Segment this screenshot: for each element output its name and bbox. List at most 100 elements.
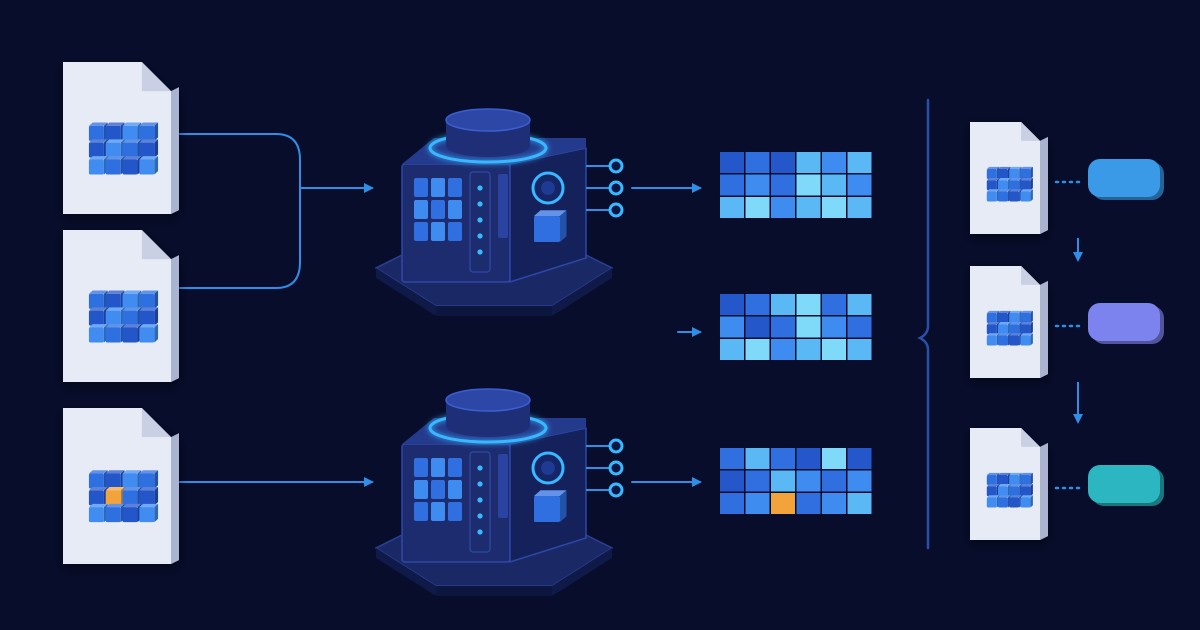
grid-cell	[720, 339, 744, 360]
grid-cell	[720, 316, 744, 338]
status-led	[477, 217, 483, 223]
servers-layer	[374, 108, 624, 596]
server-window-grid	[414, 458, 462, 521]
status-led	[477, 513, 483, 519]
grid-cell	[822, 470, 846, 492]
output-port	[608, 482, 624, 498]
grid-cell	[796, 339, 821, 360]
grid-cell	[822, 339, 846, 360]
status-led	[477, 201, 483, 207]
server-2	[374, 388, 624, 596]
grid-cell	[822, 152, 846, 173]
grid-cell	[745, 339, 770, 360]
tag-pill	[1088, 465, 1160, 503]
server-1	[374, 108, 624, 316]
grid-cell	[796, 152, 821, 173]
grid-cell	[745, 448, 770, 469]
folded-corner	[1021, 122, 1040, 141]
grid-cell	[822, 316, 846, 338]
result-item-3	[970, 428, 1164, 540]
grid-cell	[847, 316, 872, 338]
grid-cell	[771, 493, 795, 514]
grid-cell	[745, 493, 770, 514]
grid-cell	[847, 152, 872, 173]
grid-cell	[847, 197, 872, 218]
folded-corner	[1021, 266, 1040, 285]
output-grid-1	[720, 152, 872, 218]
status-led	[477, 249, 483, 255]
status-led	[477, 497, 483, 503]
grid-icon	[986, 166, 1033, 202]
grid-cell	[745, 152, 770, 173]
grid-cell	[745, 316, 770, 338]
grid-icon	[88, 470, 159, 523]
tag-pill	[1088, 159, 1160, 197]
grid-cell	[720, 470, 744, 492]
status-led	[477, 465, 483, 471]
grid-cell	[771, 339, 795, 360]
grid-cell	[720, 174, 744, 196]
grid-cell	[771, 294, 795, 315]
server-window-grid	[414, 178, 462, 241]
module-cube-icon	[534, 490, 567, 522]
output-grids-layer	[720, 152, 872, 514]
source-document-3	[63, 408, 179, 564]
grid-cell	[745, 197, 770, 218]
grid-cell	[847, 339, 872, 360]
document-icon	[970, 122, 1048, 234]
output-port	[608, 202, 624, 218]
grid-icon	[88, 290, 159, 343]
grid-cell	[822, 493, 846, 514]
grid-cell	[720, 152, 744, 173]
status-led	[477, 529, 483, 535]
grid-icon	[986, 310, 1033, 346]
output-grid-2	[720, 294, 872, 360]
results-layer	[917, 98, 1164, 550]
grid-cell	[796, 316, 821, 338]
module-cube-icon	[534, 210, 567, 242]
grid-icon	[88, 122, 159, 175]
grid-cell	[720, 448, 744, 469]
grid-cell	[796, 470, 821, 492]
source-documents-layer	[63, 62, 179, 564]
folded-corner	[141, 62, 171, 92]
output-port	[608, 158, 624, 174]
grid-cell	[796, 493, 821, 514]
grid-cell	[720, 294, 744, 315]
document-icon	[970, 428, 1048, 540]
grid-cell	[745, 470, 770, 492]
output-port	[608, 438, 624, 454]
grid-cell	[796, 294, 821, 315]
result-item-1	[970, 122, 1164, 262]
grid-cell	[720, 197, 744, 218]
grid-cell	[771, 470, 795, 492]
source-document-1	[63, 62, 179, 214]
grid-cell	[847, 448, 872, 469]
grid-cell	[847, 470, 872, 492]
merge-connector	[179, 133, 301, 289]
grid-cell	[796, 197, 821, 218]
source-document-2	[63, 230, 179, 382]
document-icon	[970, 266, 1048, 378]
grid-cell	[847, 294, 872, 315]
grid-cell	[771, 316, 795, 338]
folded-corner	[141, 408, 171, 438]
folded-corner	[1021, 428, 1040, 447]
grid-cell	[720, 493, 744, 514]
grouping-brace	[917, 98, 930, 550]
folded-corner	[141, 230, 171, 260]
connectors-layer	[179, 133, 702, 487]
grid-cell	[771, 174, 795, 196]
grid-cell	[796, 448, 821, 469]
grid-cell	[847, 174, 872, 196]
status-led	[477, 481, 483, 487]
grid-cell	[771, 448, 795, 469]
tag-pill	[1088, 303, 1160, 341]
grid-cell	[822, 174, 846, 196]
grid-cell	[745, 174, 770, 196]
status-led	[477, 185, 483, 191]
grid-cell	[745, 294, 770, 315]
grid-cell	[847, 493, 872, 514]
